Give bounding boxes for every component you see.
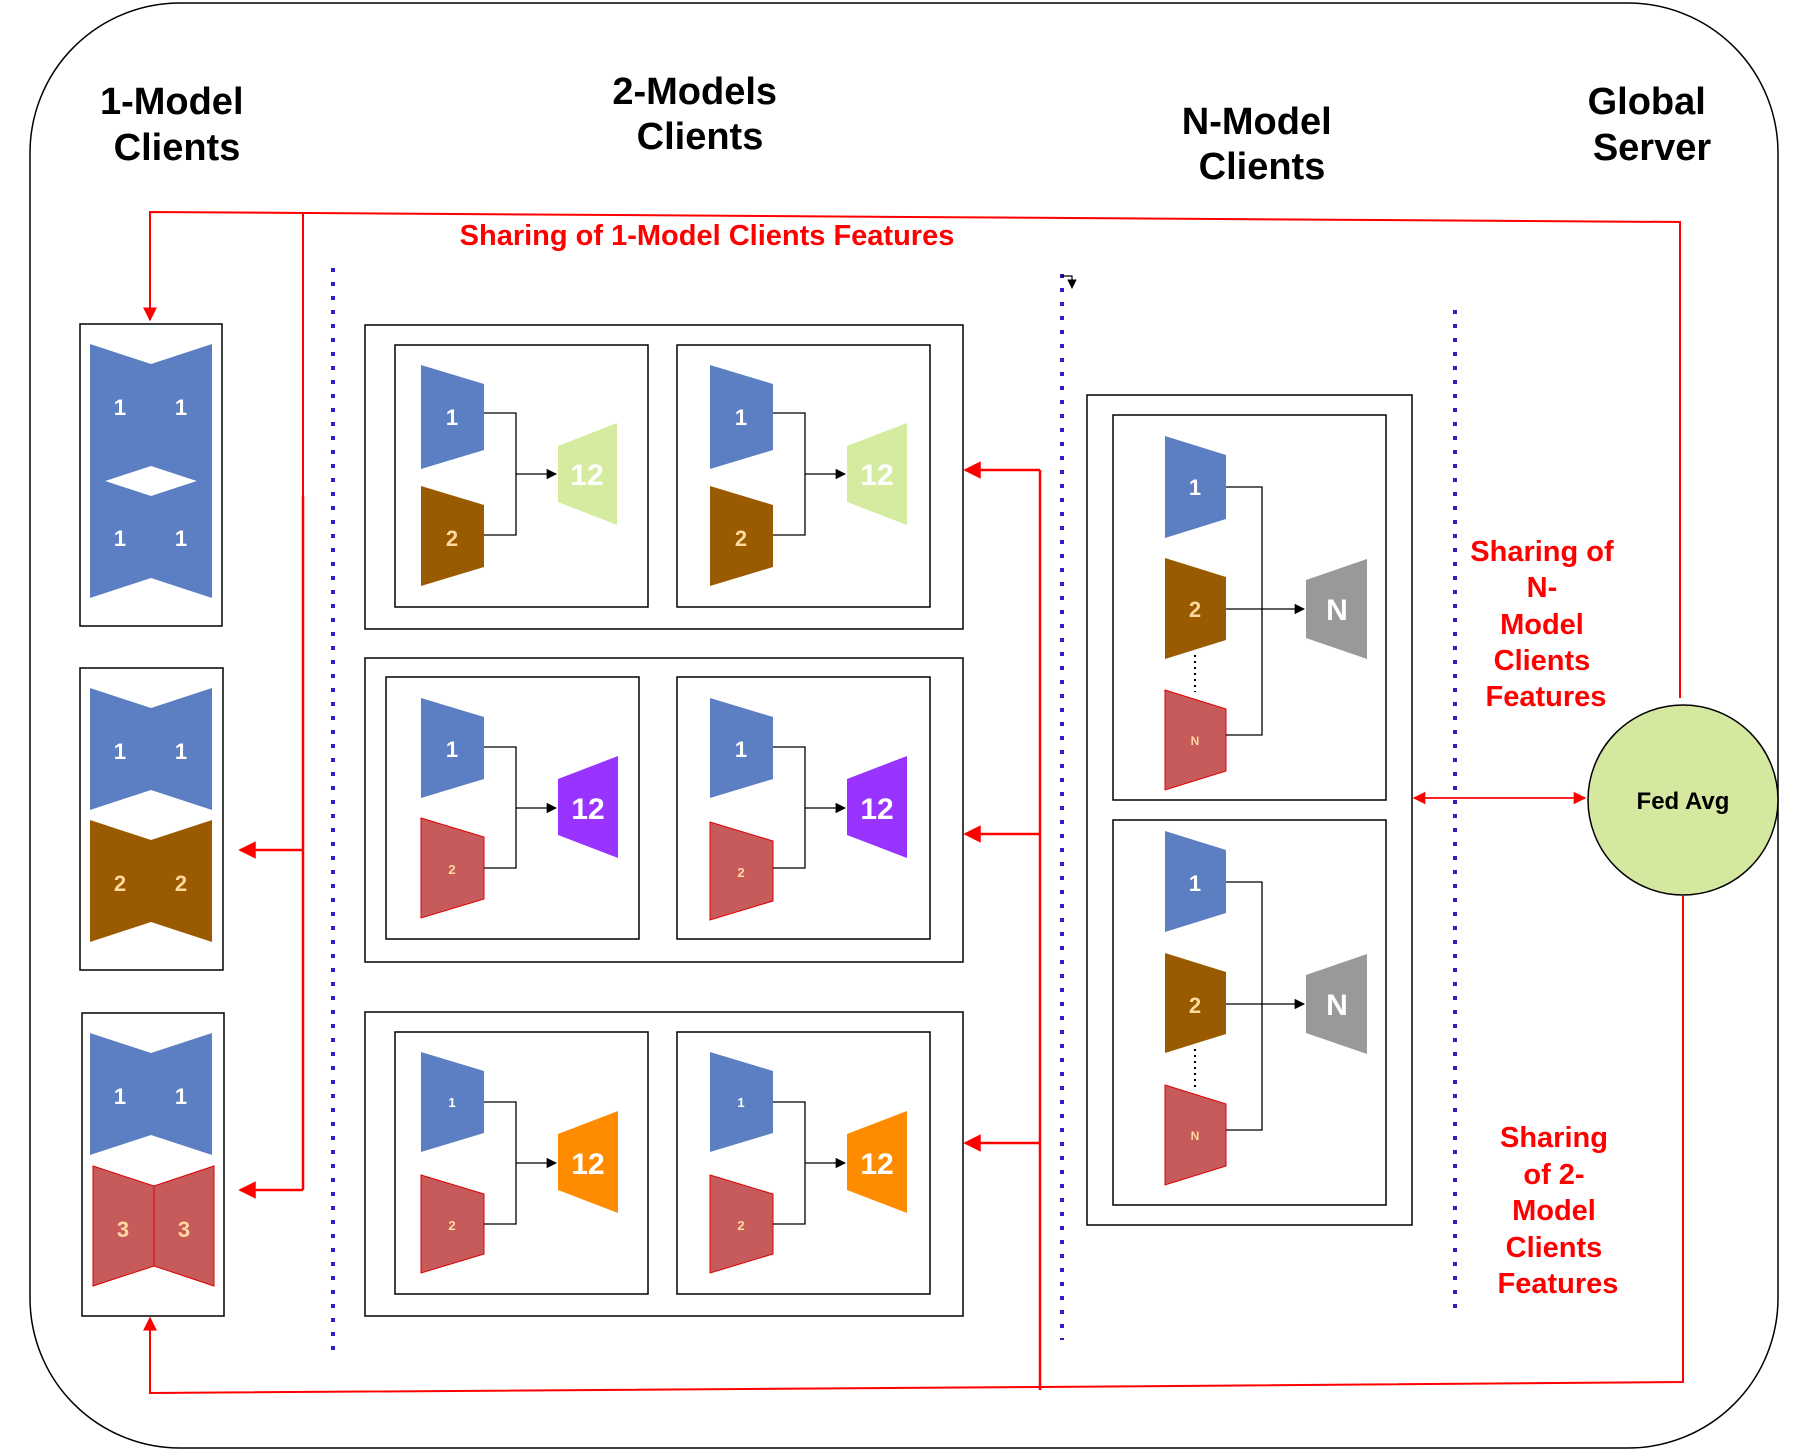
- svg-text:N: N: [1191, 734, 1200, 748]
- two-model-client: 1 2 12: [394, 1031, 649, 1295]
- svg-text:12: 12: [571, 793, 604, 826]
- svg-text:12: 12: [860, 459, 893, 492]
- svg-text:1: 1: [735, 737, 747, 762]
- svg-text:3: 3: [178, 1217, 190, 1242]
- n-model-group: 1 2 N N 1 2 N N: [1086, 394, 1413, 1226]
- header-two-models: 2-Models Clients: [612, 71, 787, 158]
- one-model-client-2: 1 1 2 2: [79, 667, 224, 971]
- svg-text:3: 3: [117, 1217, 129, 1242]
- svg-text:1: 1: [114, 395, 126, 420]
- svg-text:1: 1: [175, 526, 187, 551]
- svg-text:N: N: [1326, 594, 1348, 627]
- header-global-server: Global Server: [1588, 81, 1717, 169]
- two-model-client: 1 2 12: [676, 676, 931, 940]
- encoder-shape: [90, 344, 151, 486]
- two-model-group-1: 1 2 12 1 2 12: [364, 324, 964, 630]
- two-model-client: 1 2 12: [676, 1031, 931, 1295]
- annotation-sharing-1-model: Sharing of 1-Model Clients Features: [460, 220, 955, 252]
- svg-text:1: 1: [175, 739, 187, 764]
- svg-text:N: N: [1326, 989, 1348, 1022]
- svg-text:2: 2: [448, 1218, 455, 1233]
- svg-text:Fed Avg: Fed Avg: [1637, 788, 1730, 815]
- svg-text:2: 2: [735, 526, 747, 551]
- svg-text:2: 2: [448, 862, 455, 877]
- svg-text:1: 1: [114, 526, 126, 551]
- svg-text:2: 2: [114, 871, 126, 896]
- header-n-model: N-Model Clients: [1182, 101, 1342, 188]
- header-one-model: 1-Model Clients: [100, 81, 254, 169]
- two-model-group-2: 1 2 12 1 2 12: [364, 657, 964, 963]
- svg-text:1: 1: [446, 405, 458, 430]
- svg-text:2: 2: [737, 865, 744, 880]
- outer-container: [29, 2, 1779, 1449]
- decoder-shape: [151, 344, 212, 486]
- svg-text:12: 12: [570, 459, 603, 492]
- svg-text:1: 1: [1189, 475, 1201, 500]
- svg-text:1: 1: [737, 1095, 744, 1110]
- svg-text:1: 1: [114, 739, 126, 764]
- svg-text:2: 2: [446, 526, 458, 551]
- svg-text:2: 2: [1189, 597, 1201, 622]
- encoder-shape: [90, 476, 151, 598]
- one-model-client-3: 1 1 3 3: [81, 1012, 225, 1317]
- small-bent-arrow: [1061, 275, 1077, 289]
- svg-text:1: 1: [448, 1095, 455, 1110]
- svg-text:2: 2: [175, 871, 187, 896]
- two-model-client: 1 2 12: [676, 344, 931, 608]
- n-model-client-2: 1 2 N N: [1112, 819, 1387, 1206]
- annotation-sharing-2-model: Sharing of 2- Model Clients Features: [1498, 1122, 1619, 1300]
- svg-text:1: 1: [175, 395, 187, 420]
- one-model-client-1: 1 1 1 1: [79, 323, 223, 627]
- svg-text:1: 1: [446, 737, 458, 762]
- svg-text:N: N: [1191, 1129, 1200, 1143]
- fed-avg-server: Fed Avg: [1587, 704, 1779, 896]
- two-model-client: 1 2 12: [394, 344, 649, 608]
- svg-text:1: 1: [735, 405, 747, 430]
- svg-text:12: 12: [860, 1148, 893, 1181]
- svg-text:1: 1: [175, 1084, 187, 1109]
- svg-text:2: 2: [1189, 993, 1201, 1018]
- red-connections: [143, 210, 1684, 1395]
- svg-text:1: 1: [114, 1084, 126, 1109]
- svg-text:12: 12: [860, 793, 893, 826]
- annotation-sharing-n-model: Sharing of N- Model Clients Features: [1470, 536, 1621, 713]
- n-model-client-1: 1 2 N N: [1112, 414, 1387, 801]
- two-model-client: 1 2 12: [385, 676, 640, 940]
- svg-text:2: 2: [737, 1218, 744, 1233]
- svg-text:1: 1: [1189, 871, 1201, 896]
- decoder-shape: [151, 476, 212, 598]
- svg-text:12: 12: [571, 1148, 604, 1181]
- arrow-top-to-client-1: [143, 210, 1681, 698]
- two-model-group-3: 1 2 12 1 2 12: [364, 1011, 964, 1317]
